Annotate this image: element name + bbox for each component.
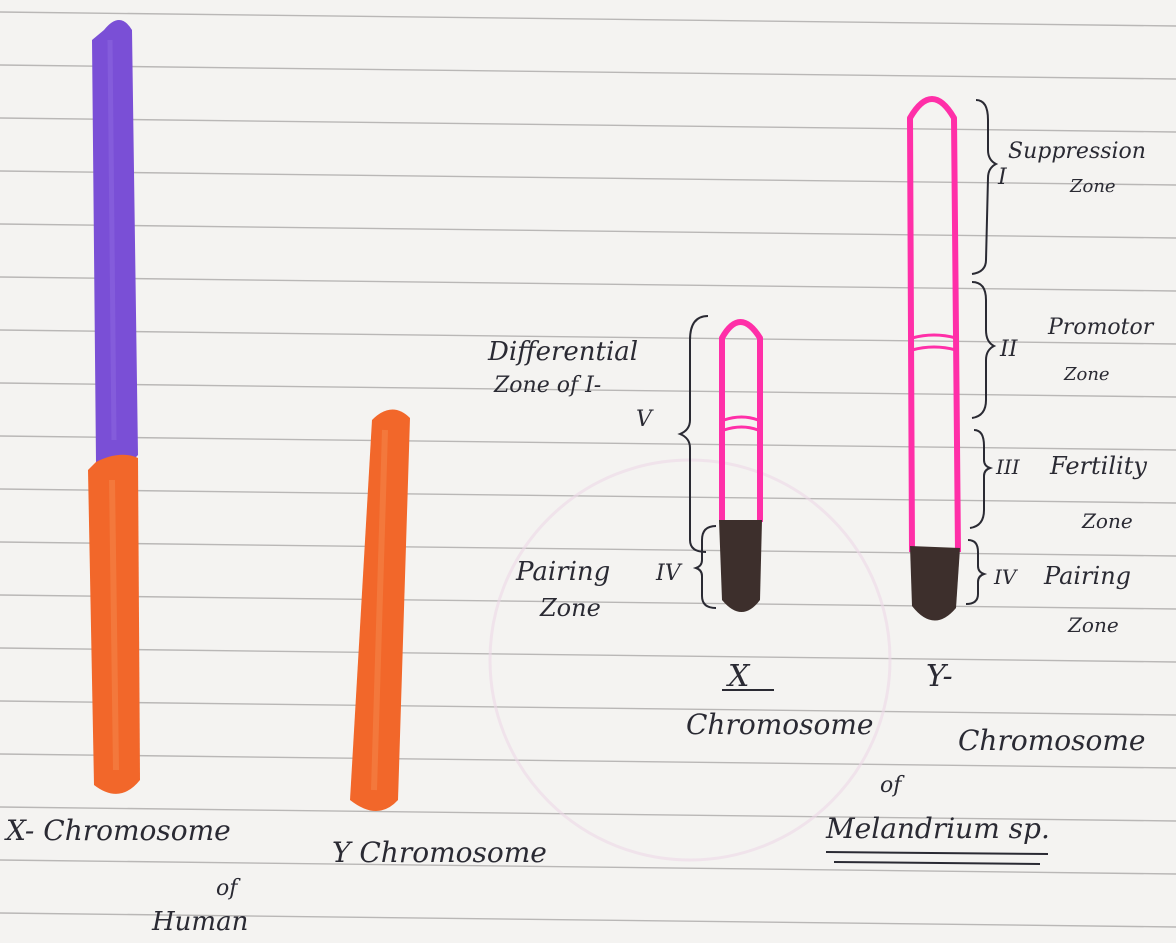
ruled-line	[0, 701, 1176, 715]
ruled-line	[0, 12, 1176, 26]
melandrium-of: of	[880, 773, 905, 798]
human-of: of	[216, 876, 241, 901]
melandrium-y-outline	[910, 99, 958, 552]
melandrium-x-band	[724, 417, 758, 430]
ruled-line	[0, 277, 1176, 291]
differential-label-line1: Differential	[487, 337, 638, 367]
zone1-label-line1: Suppression	[1008, 139, 1146, 164]
melandrium-y-label-line2: Chromosome	[958, 724, 1145, 757]
human-x-chromosome	[88, 20, 140, 794]
melandrium-y-pairing-segment	[910, 546, 960, 621]
human-y-label: Y Chromosome	[332, 836, 547, 869]
melandrium-x-label: X	[726, 659, 751, 694]
melandrium-y-band	[912, 335, 956, 350]
human-caption: Human	[151, 907, 248, 937]
zone4-roman: IV	[993, 565, 1019, 589]
melandrium-y-label: Y-	[926, 659, 953, 694]
zone2-brace	[972, 282, 994, 418]
zone2-label-line1: Promotor	[1047, 315, 1155, 340]
melandrium-x-label-line2: Chromosome	[686, 708, 873, 741]
ruled-line	[0, 542, 1176, 556]
melandrium-x-pairing-segment	[719, 520, 762, 612]
zone4-label-line1: Pairing	[1043, 562, 1131, 590]
zone4-label-line2: Zone	[1067, 613, 1119, 637]
x-pairing-brace	[696, 526, 716, 608]
differential-brace	[680, 316, 708, 552]
melandrium-x-outline	[722, 322, 760, 522]
melandrium-y-chromosome	[910, 99, 960, 621]
ruled-line	[0, 648, 1176, 662]
melandrium-caption-underline	[826, 852, 1048, 864]
zone1-label-line2: Zone	[1069, 176, 1116, 197]
ruled-line	[0, 436, 1176, 450]
zone2-roman: II	[999, 337, 1019, 362]
zone2-label-line2: Zone	[1063, 364, 1110, 385]
zone1-brace	[972, 100, 996, 274]
human-y-chromosome	[350, 409, 410, 811]
ruled-line	[0, 860, 1176, 874]
zone3-label-line2: Zone	[1081, 509, 1133, 533]
ruled-line	[0, 65, 1176, 79]
differential-label-line2: Zone of I-	[493, 373, 601, 398]
zone3-roman: III	[995, 455, 1021, 479]
ruled-line	[0, 224, 1176, 238]
zone3-label-line1: Fertility	[1049, 452, 1147, 480]
melandrium-caption: Melandrium sp.	[825, 812, 1050, 845]
zone3-brace	[970, 430, 990, 528]
zone1-roman: I	[997, 165, 1008, 190]
x-pairing-roman: IV	[655, 561, 683, 586]
x-pairing-label-line1: Pairing	[515, 557, 610, 587]
human-x-label: X- Chromosome	[4, 814, 231, 847]
x-pairing-label-line2: Zone	[539, 594, 601, 622]
ruled-line	[0, 118, 1176, 132]
differential-label-line3: V	[636, 407, 654, 432]
zone4-brace	[966, 540, 984, 604]
ruled-line	[0, 489, 1176, 503]
human-x-lower-streak	[112, 480, 116, 770]
